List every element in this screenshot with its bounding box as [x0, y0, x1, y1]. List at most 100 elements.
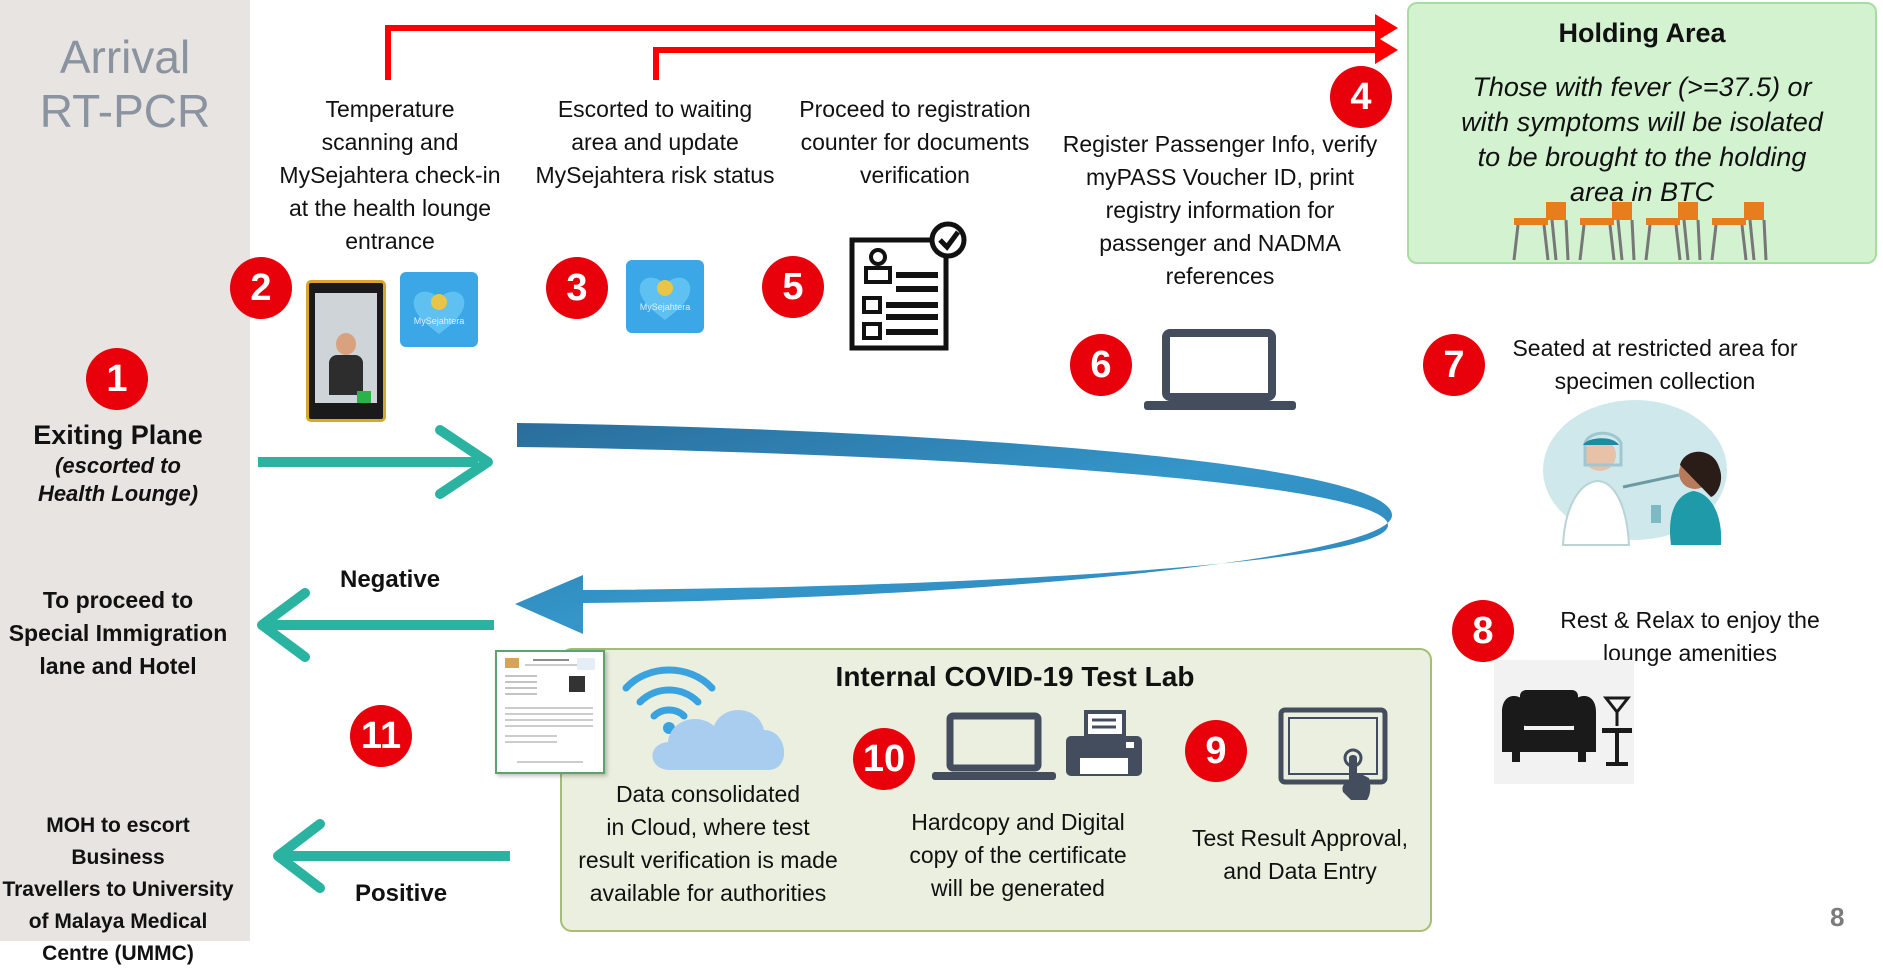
step-3-line-3: MySejahtera risk status — [535, 162, 775, 188]
laptop-icon — [1144, 329, 1296, 410]
step-2-text: Temperature scanning and MySejahtera che… — [270, 93, 510, 258]
step-2-line-4: at the health lounge — [288, 195, 492, 221]
test-lab-title: Internal COVID-19 Test Lab — [835, 661, 1195, 692]
step-2-line-5: entrance — [345, 228, 435, 254]
step-9-line-2: and Data Entry — [1223, 858, 1377, 884]
step-9-text: Test Result Approval, and Data Entry — [1180, 822, 1420, 888]
step-10-line-3: will be generated — [931, 875, 1105, 901]
pos-dest-line-4: Centre (UMMC) — [42, 942, 194, 965]
page-number: 8 — [1830, 902, 1845, 932]
red-arrowhead-bottom — [1375, 36, 1398, 64]
step-6-text: Register Passenger Info, verify myPASS V… — [1050, 128, 1390, 293]
lounge-chair-icon — [1494, 660, 1634, 784]
step-9-line-1: Test Result Approval, — [1191, 825, 1409, 851]
step-5-line-2: counter for documents — [800, 129, 1030, 155]
neg-dest-line-1: To proceed to — [42, 587, 194, 613]
step-3-text: Escorted to waiting area and update MySe… — [530, 93, 780, 192]
certificate-document-icon — [495, 650, 605, 774]
checklist-document-icon — [849, 221, 967, 351]
u-turn-arrow — [515, 423, 1393, 634]
page-title: Arrival RT-PCR — [20, 30, 230, 138]
cloud-icon — [652, 709, 785, 770]
step-11-line-2: in Cloud, where test — [606, 814, 810, 840]
title-line-2: RT-PCR — [39, 85, 211, 137]
desk-icon-4 — [1710, 202, 1768, 261]
step-5-text: Proceed to registration counter for docu… — [785, 93, 1045, 192]
app-label-2: MySejahtera — [639, 302, 691, 312]
exiting-plane-text: Exiting Plane (escorted to Health Lounge… — [0, 418, 236, 508]
step-8-text: Rest & Relax to enjoy the lounge ameniti… — [1540, 604, 1840, 670]
step-11-line-1: Data consolidated — [615, 781, 801, 807]
step-7-text: Seated at restricted area for specimen c… — [1500, 332, 1810, 398]
step-3-line-2: area and update — [571, 129, 739, 155]
exit-sub-2: Health Lounge) — [37, 481, 199, 506]
step-2-line-1: Temperature — [325, 96, 455, 122]
step-10-text: Hardcopy and Digital copy of the certifi… — [888, 806, 1148, 905]
red-arrow-from-step-2 — [385, 25, 1380, 80]
step-4-badge: 4 — [1330, 66, 1392, 128]
step-11-text: Data consolidated in Cloud, where test r… — [568, 778, 848, 910]
step-11-badge: 11 — [350, 705, 412, 767]
step-5-line-3: verification — [860, 162, 970, 188]
step-5-line-1: Proceed to registration — [799, 96, 1031, 122]
step-7-line-2: specimen collection — [1554, 368, 1756, 394]
step-3-badge: 3 — [546, 257, 608, 319]
step-10-badge: 10 — [853, 728, 915, 790]
laptop-icon-2 — [932, 712, 1056, 780]
step-2-badge: 2 — [230, 257, 292, 319]
holding-area-panel — [1407, 2, 1877, 264]
main-flow-arrow — [515, 423, 1393, 634]
step-6-line-3: registry information for — [1105, 197, 1335, 223]
holding-area-arrows — [385, 14, 1398, 80]
step-6-line-5: references — [1165, 263, 1275, 289]
certificate-lines — [505, 658, 595, 763]
step-5-badge: 5 — [762, 256, 824, 318]
desks-icon — [1512, 202, 1768, 261]
step-2-line-3: MySejahtera check-in — [279, 162, 501, 188]
step-11-line-4: available for authorities — [589, 880, 827, 906]
scanner-body — [329, 355, 363, 395]
wifi-icon — [622, 666, 716, 734]
app-label: MySejahtera — [413, 316, 465, 326]
step-10-line-2: copy of the certificate — [909, 842, 1127, 868]
positive-arrow-head — [273, 819, 325, 893]
cloud-wifi-icon — [622, 666, 785, 770]
scanner-face — [336, 333, 356, 355]
negative-arrow-head — [257, 588, 310, 662]
step-6-line-1: Register Passenger Info, verify — [1062, 131, 1378, 157]
pos-dest-line-3: of Malaya Medical — [28, 910, 208, 933]
heart-icon — [413, 291, 465, 334]
temperature-scanner-icon — [306, 280, 386, 422]
desk-icon-3 — [1644, 202, 1702, 261]
step-7-badge: 7 — [1423, 334, 1485, 396]
step-8-badge: 8 — [1452, 600, 1514, 662]
swab-test-icon — [1543, 400, 1727, 546]
step-6-line-2: myPASS Voucher ID, print — [1085, 164, 1354, 190]
step-2-line-2: scanning and — [321, 129, 459, 155]
scanner-ok-light — [357, 391, 371, 403]
mysejahtera-app-icon-2: MySejahtera — [626, 260, 704, 333]
touchscreen-icon — [1278, 707, 1388, 800]
printer-icon — [1066, 710, 1142, 776]
step-10-line-1: Hardcopy and Digital — [911, 809, 1125, 835]
step-9-badge: 9 — [1185, 720, 1247, 782]
pos-dest-line-1: MOH to escort Business — [46, 814, 190, 869]
neg-dest-line-3: lane and Hotel — [39, 653, 197, 679]
test-lab-panel — [560, 648, 1432, 932]
step-6-line-4: passenger and NADMA — [1099, 230, 1341, 256]
step-6-badge: 6 — [1070, 334, 1132, 396]
teal-arrows — [257, 425, 510, 893]
laptop-printer-icons — [932, 710, 1142, 780]
exit-sub-1: (escorted to — [55, 453, 181, 478]
step-3-line-1: Escorted to waiting — [557, 96, 753, 122]
desk-icon-2 — [1578, 202, 1636, 261]
step-8-line-1: Rest & Relax to enjoy the — [1560, 607, 1820, 633]
positive-label: Positive — [355, 880, 448, 907]
red-arrow-from-step-3 — [653, 47, 1380, 80]
step-1-badge: 1 — [86, 348, 148, 410]
negative-label: Negative — [340, 566, 441, 593]
sidebar — [0, 0, 250, 941]
holding-line-3: to be brought to the holding — [1477, 142, 1807, 172]
title-line-1: Arrival — [59, 31, 191, 83]
step-7-line-1: Seated at restricted area for — [1512, 335, 1798, 361]
